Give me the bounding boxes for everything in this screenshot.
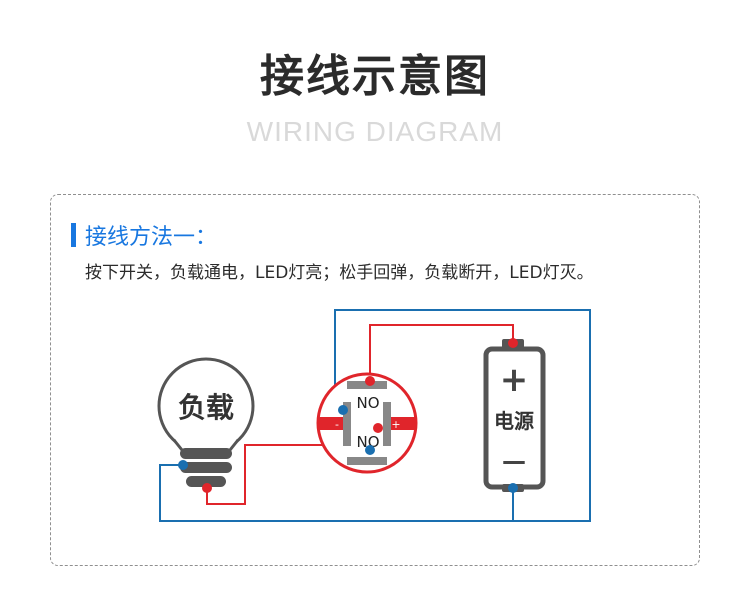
switch-plus-label: + (391, 418, 400, 431)
load-bulb: 负载 (157, 357, 255, 493)
switch-led-minus-tab (318, 417, 343, 430)
switch-led-plus-tab (391, 417, 416, 430)
switch-minus-label: - (335, 418, 339, 431)
wiring-panel (50, 194, 700, 566)
page-title: 接线示意图 (260, 51, 490, 102)
switch-node-left-blue (338, 405, 348, 415)
page-subtitle: WIRING DIAGRAM (246, 116, 504, 147)
load-node-red (202, 483, 212, 493)
load-node-blue (178, 460, 188, 470)
load-bulb-base-ring-3 (186, 476, 226, 487)
method-title: 接线方法一： (85, 225, 218, 250)
battery-node-top-red (508, 338, 518, 348)
method-accent-bar (71, 223, 76, 247)
method-description: 按下开关，负载通电，LED灯亮；松手回弹，负载断开，LED灯灭。 (85, 263, 594, 283)
switch-terminal-bottom (347, 457, 387, 465)
switch-node-center-red (373, 423, 383, 433)
battery-node-bottom-blue (508, 483, 518, 493)
switch-node-bottom-blue (365, 445, 375, 455)
red-wire-switch-to-battery (369, 324, 514, 381)
switch-terminal-left (343, 402, 351, 446)
battery-minus-sign: — (502, 447, 526, 475)
load-bulb-base-ring-2 (180, 462, 232, 473)
battery-label: 电源 (494, 409, 534, 433)
battery: + 电源 — (483, 338, 546, 493)
switch-terminal-right (383, 402, 391, 446)
switch-top-no-label: NO (356, 394, 379, 412)
switch-bottom-no-label: NO (356, 433, 379, 451)
switch-node-top-red (365, 376, 375, 386)
push-switch: - + NO NO (316, 372, 418, 474)
blue-wire-bottom-return (159, 464, 514, 522)
load-label: 负载 (178, 391, 234, 424)
battery-plus-sign: + (500, 360, 529, 400)
load-bulb-base-ring-1 (180, 448, 232, 459)
